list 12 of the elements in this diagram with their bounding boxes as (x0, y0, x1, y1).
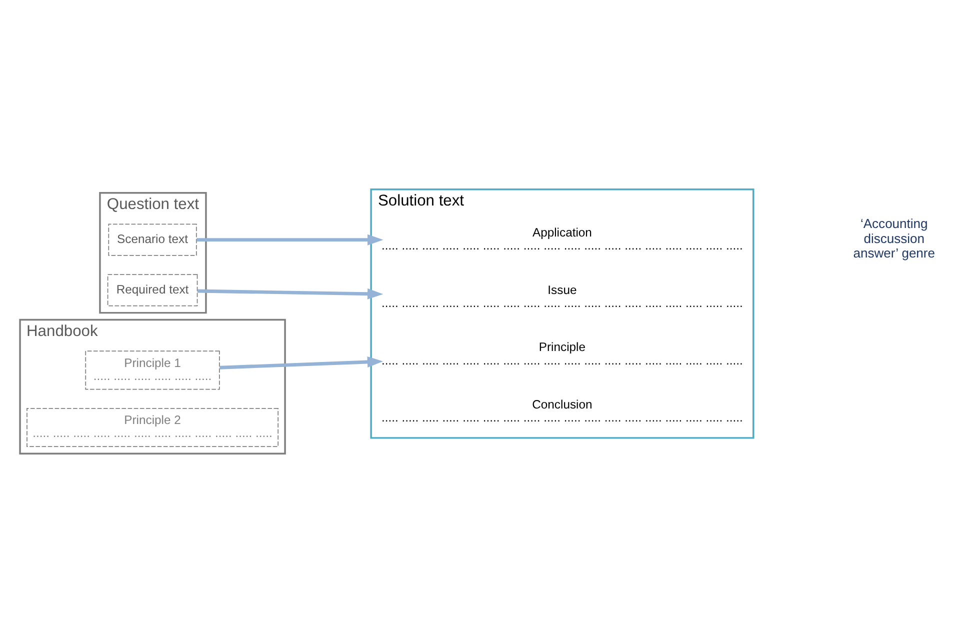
node-box: Scenario text (108, 224, 197, 256)
node-box: Required text (107, 274, 198, 306)
node-text: Conclusion ..... ..... ..... ..... ..... ..... ..... ..... ..... ..... ..... ..... ..... ..... ..... ..... ..... ..... (382, 398, 743, 425)
node-text: Application ..... ..... ..... ..... ..... ..... ..... ..... ..... ..... ..... ..... ..... ..... ..... ..... ..... ..... (382, 226, 743, 253)
node-text: Principle ..... ..... ..... ..... ..... ..... ..... ..... ..... ..... ..... ..... ..... ..... ..... ..... ..... ..... (382, 340, 743, 368)
node-text: Issue ..... ..... ..... ..... ..... ..... ..... ..... ..... ..... ..... ..... ..... ..... ..... ..... ..... ..... (382, 282, 743, 310)
arrow (220, 356, 384, 370)
arrow (196, 234, 384, 246)
node-box: Principle 1 ..... ..... ..... ..... ..... ..... (85, 350, 220, 390)
label: ‘Accounting discussion answer’ genre (853, 216, 936, 261)
arrow (197, 288, 384, 300)
node-box: Principle 2 ..... ..... ..... ..... ..... ..... ..... ..... ..... ..... ..... ..... (26, 408, 279, 448)
